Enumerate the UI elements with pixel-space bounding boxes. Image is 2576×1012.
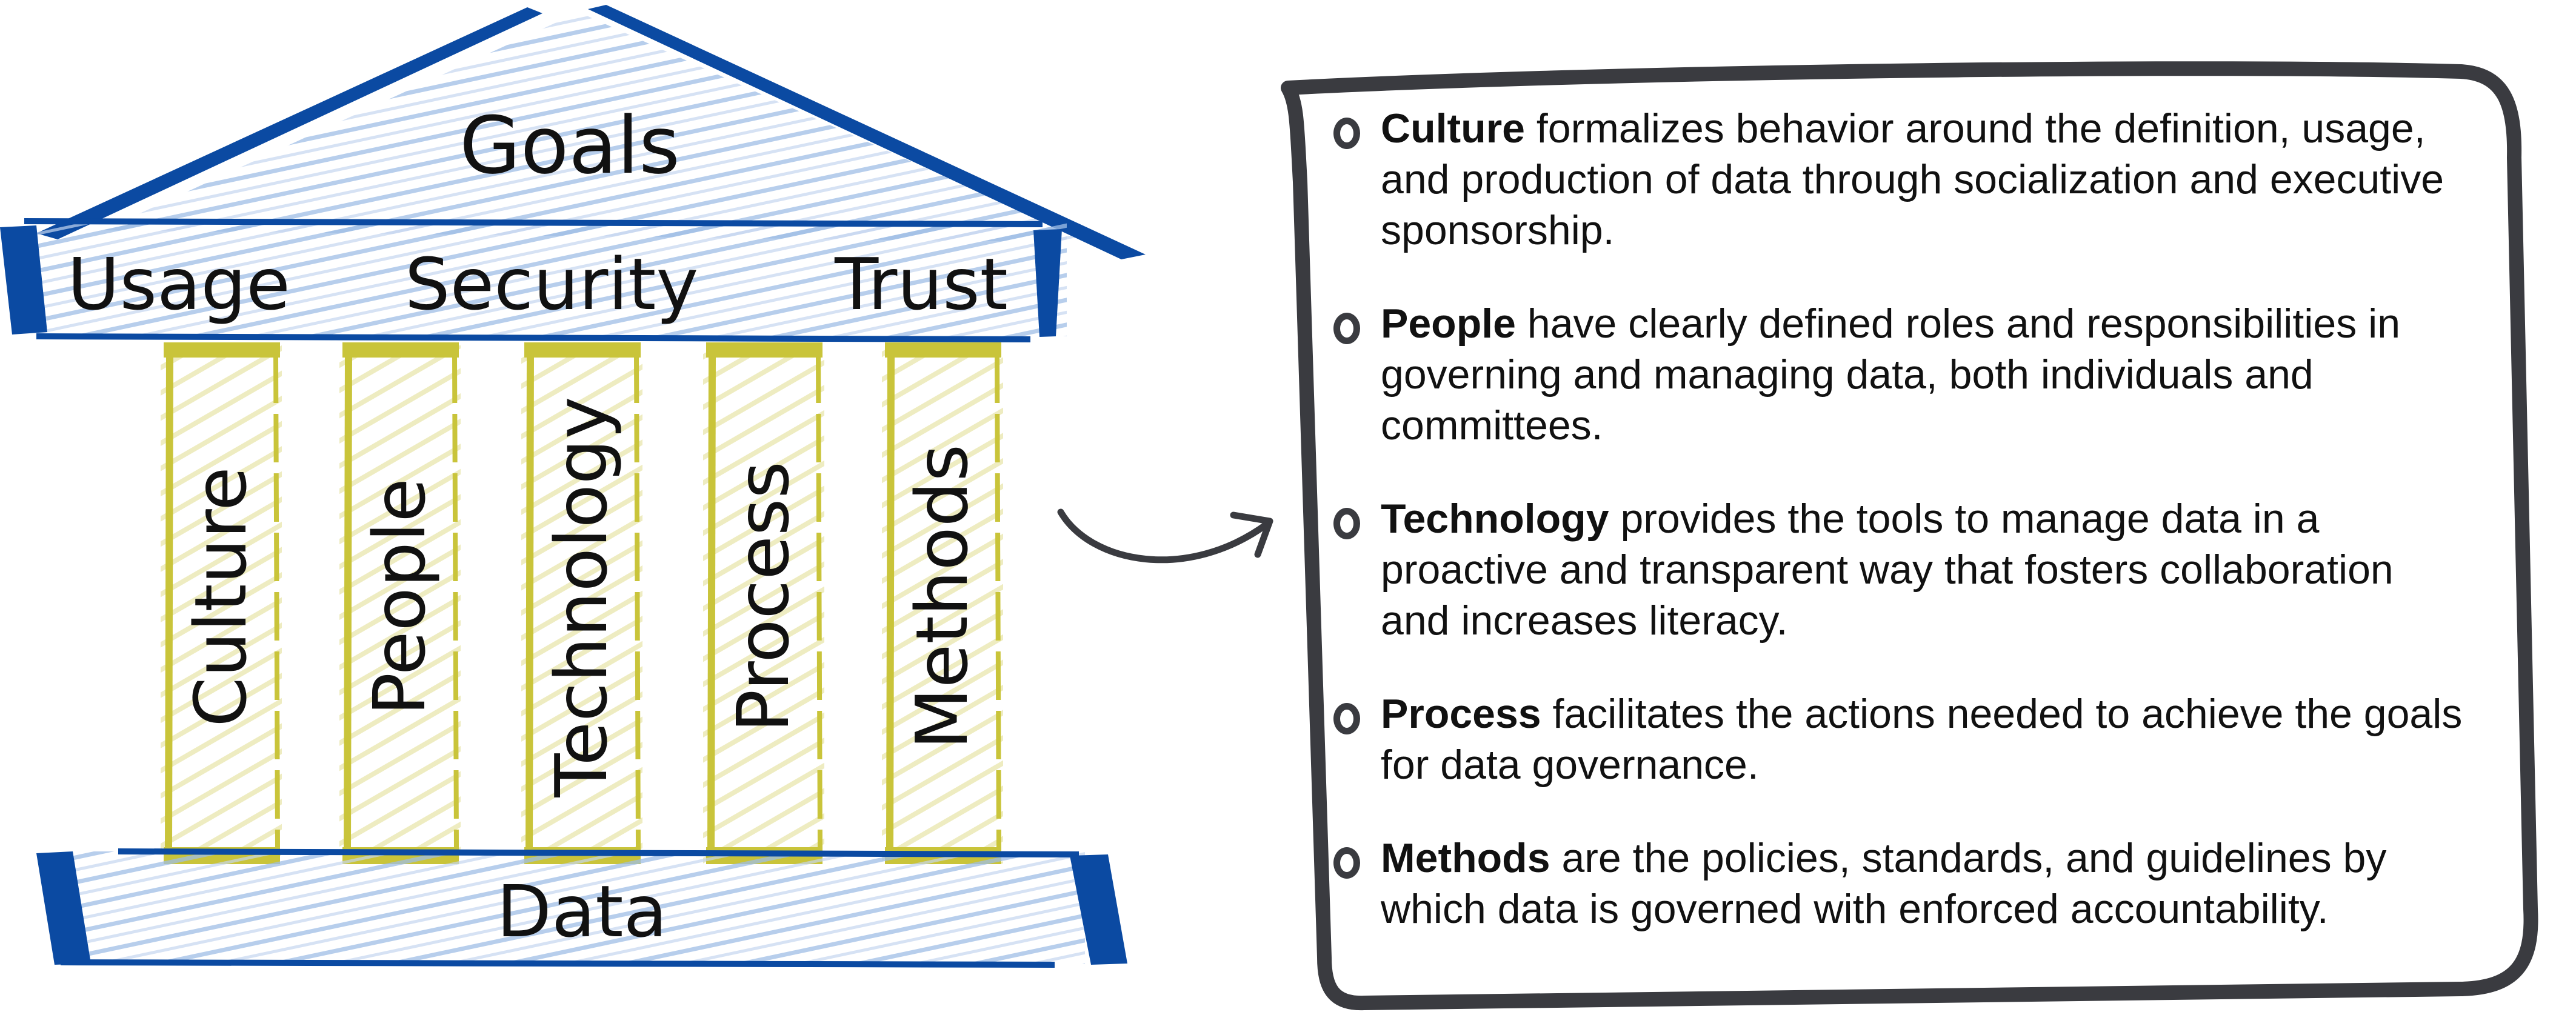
bullet-dot-icon bbox=[1333, 508, 1360, 539]
bullet-dot-icon bbox=[1333, 847, 1360, 879]
bullet-dot-icon bbox=[1333, 118, 1360, 149]
info-panel: Culture formalizes behavior around the d… bbox=[1333, 103, 2473, 977]
beam-label-security: Security bbox=[405, 242, 699, 326]
beam-label-usage: Usage bbox=[67, 242, 290, 326]
pillar-label-technology: Technology bbox=[539, 397, 623, 798]
bullet-methods: Methods are the policies, standards, and… bbox=[1333, 833, 2473, 934]
bullet-text: have clearly defined roles and responsib… bbox=[1381, 301, 2400, 448]
pillar-label-people: People bbox=[358, 478, 441, 716]
pillar-label-process: Process bbox=[721, 461, 805, 733]
beam-label-trust: Trust bbox=[834, 242, 1008, 326]
bullet-term: Culture bbox=[1381, 105, 1525, 151]
pillar-label-methods: Methods bbox=[900, 444, 984, 750]
bullet-dot-icon bbox=[1333, 703, 1360, 734]
base-label: Data bbox=[496, 870, 667, 953]
bullet-text: facilitates the actions needed to achiev… bbox=[1381, 691, 2462, 788]
bullet-term: People bbox=[1381, 301, 1516, 347]
arrow-icon bbox=[1061, 512, 1270, 560]
pillar-label-culture: Culture bbox=[179, 467, 262, 727]
bullet-technology: Technology provides the tools to manage … bbox=[1333, 493, 2473, 646]
bullet-term: Technology bbox=[1381, 496, 1609, 542]
bullet-term: Process bbox=[1381, 691, 1541, 737]
bullet-dot-icon bbox=[1333, 313, 1360, 344]
bullet-term: Methods bbox=[1381, 835, 1550, 881]
bullet-text: formalizes behavior around the definitio… bbox=[1381, 105, 2444, 253]
bullet-culture: Culture formalizes behavior around the d… bbox=[1333, 103, 2473, 256]
bullet-people: People have clearly defined roles and re… bbox=[1333, 298, 2473, 451]
bullet-process: Process facilitates the actions needed t… bbox=[1333, 688, 2473, 790]
roof-label: Goals bbox=[459, 99, 680, 191]
